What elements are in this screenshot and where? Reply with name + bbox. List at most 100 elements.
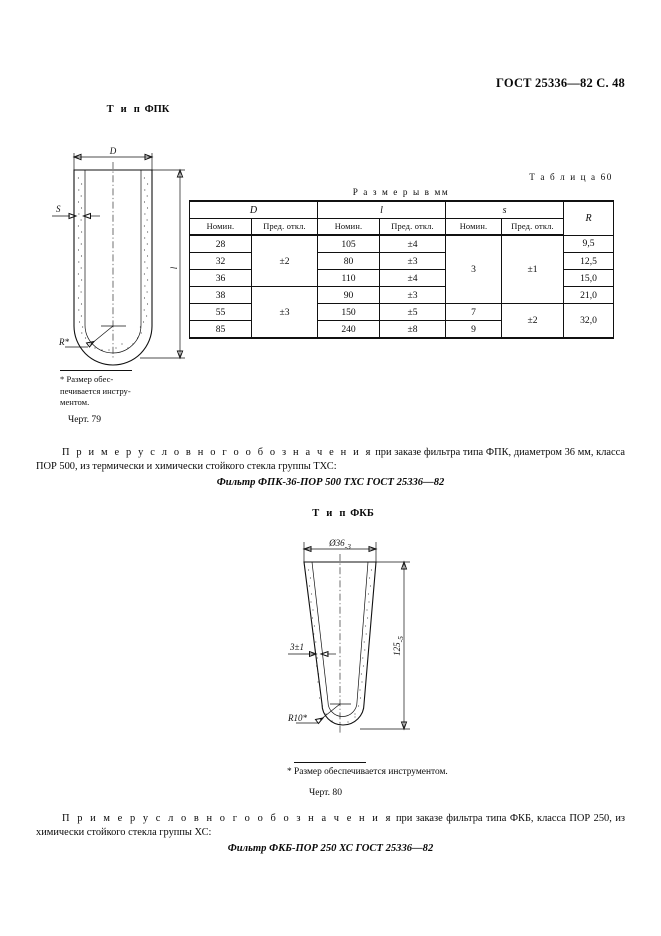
header-d-deviation: Пред. откл. (250, 218, 319, 236)
figure-fpk-footnote: * Размер обес- печивается инстру- ментом… (60, 370, 180, 409)
dim-label-d: D (109, 146, 117, 156)
arrow-s-right (82, 212, 91, 220)
figure-fkb: Т и п ФКБ Ø36-3 (248, 508, 438, 758)
tube-inner-outline (84, 169, 142, 354)
footnote-line-2: печивается инстру- (60, 385, 131, 396)
dim-label-radius: R* (58, 337, 69, 347)
table-row: 55 150 ±5 7 ±2 32,0 (189, 303, 615, 339)
table-units-label: Р а з м е р ы в мм (352, 187, 450, 197)
arrow-radius-2 (314, 717, 325, 725)
paragraph-1-lead: П р и м е р у с л о в н о г о о б о з н … (62, 447, 373, 458)
header-l-nominal: Номин. (317, 218, 381, 236)
cell-s-nominal: 7 (445, 303, 503, 321)
footnote-text-2: * Размер обеспечивается инструментом. (287, 767, 448, 777)
cell-d-deviation-group-1: ±2 (250, 234, 319, 287)
dim-label-length: 125-5 (392, 636, 405, 656)
cell-l-deviation: ±4 (379, 269, 447, 287)
figure-fkb-title: Т и п ФКБ (248, 508, 438, 519)
figure-fpk-drawing: D (52, 146, 185, 366)
figure-fkb-title-prefix: Т и п (312, 508, 348, 519)
dim-label-diameter-tol: -3 (345, 542, 352, 551)
figure-fpk: Т и п ФПК D (48, 104, 228, 374)
figure-fkb-caption: Черт. 80 (309, 787, 343, 798)
dim-label-wall: 3±1 (289, 642, 304, 652)
dim-label-length-tol: -5 (396, 636, 405, 643)
cell-r-merged: 32,0 (563, 303, 615, 339)
cell-d-deviation-group-2: ±3 (250, 286, 319, 339)
cell-r: 21,0 (563, 286, 615, 304)
sizes-table: D l s R Номин. Пред. откл. Номин. Пред. … (188, 200, 615, 339)
cell-d-nominal: 32 (189, 252, 252, 270)
arrow-dia-right (368, 545, 378, 553)
cell-d-nominal: 28 (189, 234, 252, 253)
cell-l-nominal: 110 (317, 269, 381, 287)
paragraph-2-body: при заказе фильтра типа ФКБ, класса ПОР … (36, 813, 625, 838)
figure-fpk-title-prefix: Т и п (106, 104, 142, 115)
cell-l-deviation: ±4 (379, 234, 447, 253)
arrow-d-left (72, 153, 82, 161)
footnote-rule-2 (294, 762, 366, 763)
arrow-len-bottom (400, 721, 408, 731)
arrow-radius (85, 340, 96, 348)
example-designation-fkb: П р и м е р у с л о в н о г о о б о з н … (36, 812, 625, 856)
figure-fpk-title: Т и п ФПК (48, 104, 228, 115)
cell-d-nominal: 85 (189, 320, 252, 339)
footnote-line-1: * Размер обес- (60, 374, 114, 384)
figure-fkb-drawing: Ø36-3 (287, 538, 410, 733)
cell-l-deviation: ±3 (379, 252, 447, 270)
cell-l-nominal: 90 (317, 286, 381, 304)
header-l-deviation: Пред. откл. (379, 218, 447, 236)
dim-label-diameter: Ø36-3 (328, 538, 351, 551)
header-s-nominal: Номин. (445, 218, 503, 236)
cell-s-deviation-group-1: ±1 (501, 234, 565, 304)
arrow-wall-left (309, 650, 318, 658)
designation-code-fpk: Фильтр ФПК-36-ПОР 500 ТХС ГОСТ 25336—82 (216, 477, 445, 489)
header-d-nominal: Номин. (189, 218, 252, 236)
radius-leader-2 (319, 703, 341, 721)
table-row: 36 110 ±4 15,0 (189, 269, 615, 287)
cone-inner-outline (311, 561, 369, 717)
header-group-s: s (445, 200, 565, 219)
arrow-l-top (176, 168, 184, 178)
cell-l-deviation: ±5 (379, 303, 447, 321)
paragraph-1-body: при заказе фильтра типа ФПК, диаметром 3… (36, 447, 625, 472)
cell-d-nominal: 55 (189, 303, 252, 321)
table-header-subs: Номин. Пред. откл. Номин. Пред. откл. Но… (189, 218, 614, 236)
header-s-deviation: Пред. откл. (501, 218, 565, 236)
cone-outer-outline (303, 561, 377, 726)
page-header-standard: ГОСТ 25336—82 С. 48 (496, 76, 625, 90)
table-number-label: Т а б л и ц а 60 (529, 172, 613, 182)
table-header-groups: D l s R (188, 200, 615, 236)
dim-label-s: S (56, 204, 61, 214)
figure-fkb-footnote: * Размер обеспечивается инструментом. (287, 762, 547, 779)
cell-d-nominal: 38 (189, 286, 252, 304)
arrow-s-left (68, 212, 78, 220)
cell-s-deviation-group-2: ±2 (501, 303, 565, 339)
paragraph-2-lead: П р и м е р у с л о в н о г о о б о з н … (62, 813, 393, 824)
arrow-d-right (144, 153, 154, 161)
cell-s-nominal-group-1: 3 (445, 234, 503, 304)
dim-label-l: l (169, 266, 179, 269)
cell-l-nominal: 240 (317, 320, 381, 339)
footnote-rule (60, 370, 132, 371)
cell-l-deviation: ±3 (379, 286, 447, 304)
cell-l-nominal: 150 (317, 303, 381, 321)
arrow-len-top (400, 560, 408, 570)
dim-label-radius-2: R10* (287, 713, 307, 723)
cell-d-nominal: 36 (189, 269, 252, 287)
cell-l-deviation: ±8 (379, 320, 447, 339)
header-group-d: D (188, 200, 319, 219)
cell-s-nominal: 9 (445, 320, 503, 339)
arrow-l-bottom (176, 350, 184, 360)
figure-fkb-title-name: ФКБ (350, 508, 374, 519)
porous-wall-texture-left (77, 177, 123, 351)
figure-fpk-title-name: ФПК (144, 104, 170, 115)
header-group-r: R (563, 200, 615, 236)
arrow-dia-left (302, 545, 312, 553)
designation-code-fkb: Фильтр ФКБ-ПОР 250 ХС ГОСТ 25336—82 (227, 843, 434, 855)
footnote-line-3: ментом. (60, 397, 90, 408)
cell-r: 9,5 (563, 234, 615, 253)
cell-l-nominal: 105 (317, 234, 381, 253)
table-row: 28 ±2 105 ±4 3 ±1 9,5 (189, 234, 615, 304)
